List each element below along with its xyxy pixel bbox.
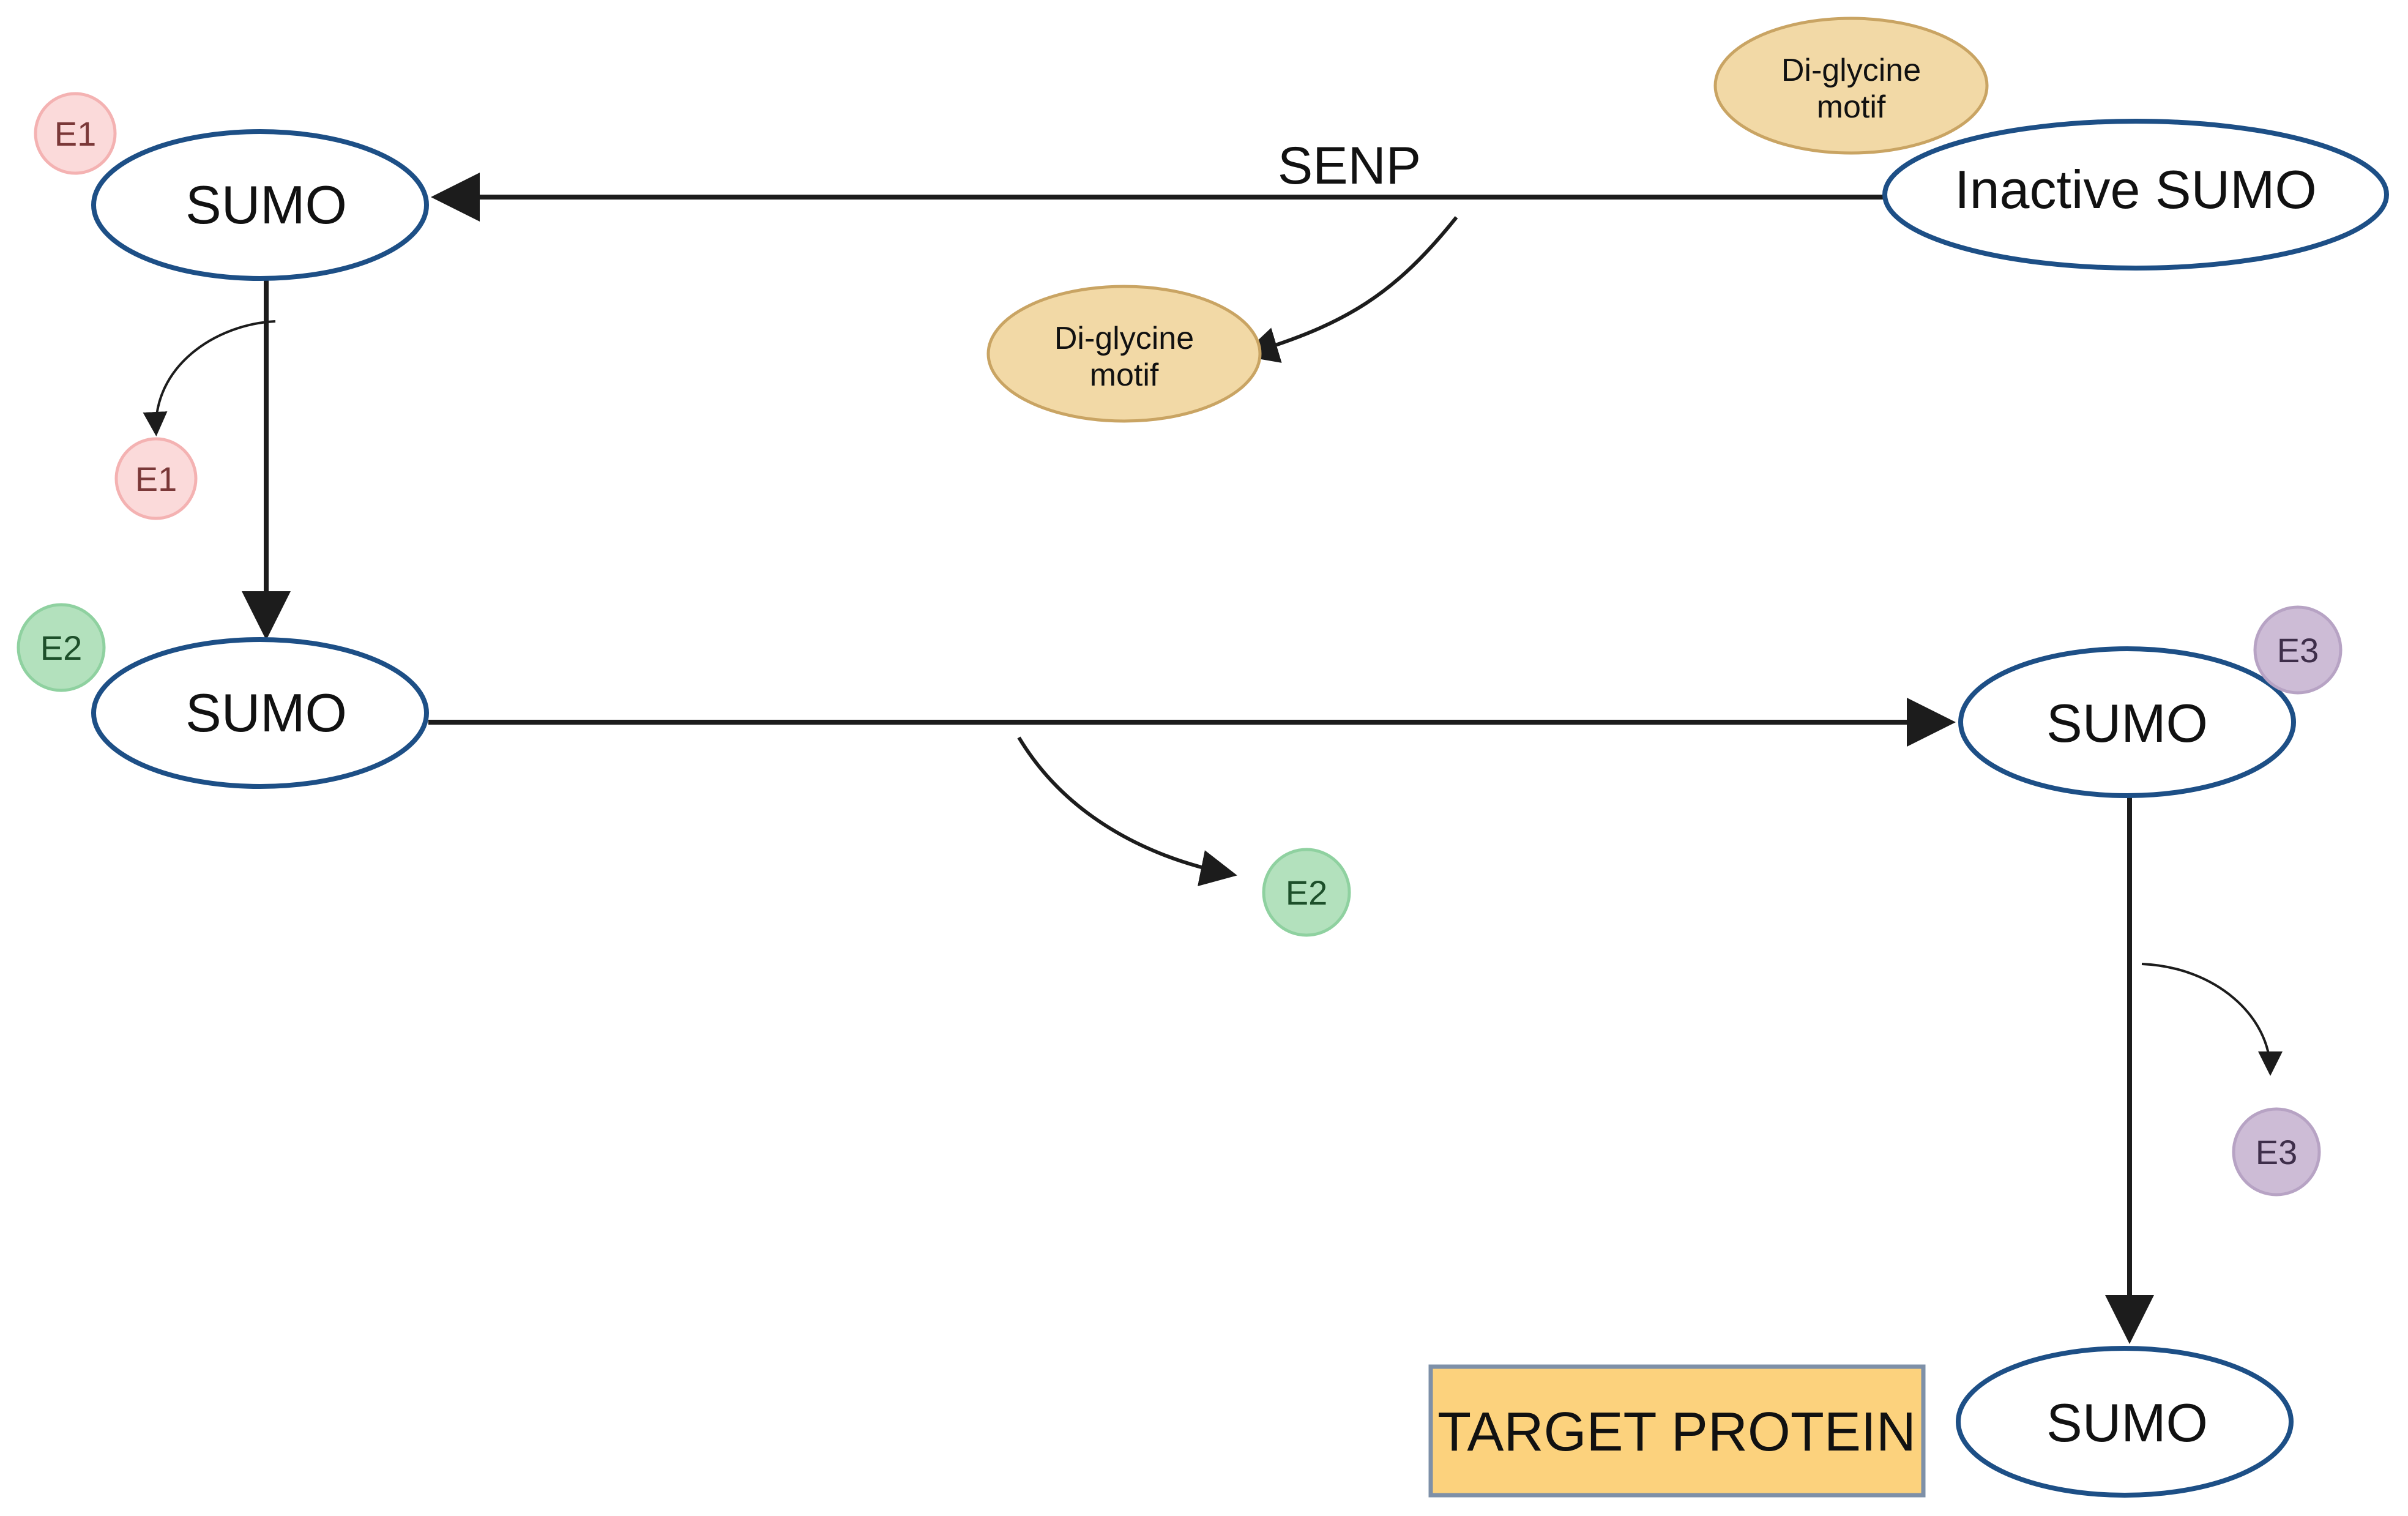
sumo-e3-node: SUMO: [1958, 646, 2296, 798]
enzyme-e1-bound: E1: [34, 92, 117, 175]
enzyme-e3-bound: E3: [2253, 605, 2343, 695]
e1-bound-circle: [34, 92, 117, 175]
sumo-target-shape: [1956, 1346, 2294, 1498]
target-protein-box: [1428, 1364, 1926, 1498]
diglycine-released-label-line1: Di-glycine: [1054, 321, 1194, 356]
sumo-e2-shape: [91, 637, 429, 789]
main-arrows: [242, 173, 2154, 1344]
e3-bound-circle: [2253, 605, 2343, 695]
e2-release-arrow: [1017, 736, 1237, 886]
diglycine-attached-label-line1: Di-glycine: [1781, 53, 1921, 88]
enzyme-e2-bound: E2: [17, 603, 106, 692]
sumo-e3-label: SUMO: [2046, 693, 2208, 753]
inactive-sumo-label: Inactive SUMO: [1955, 159, 2317, 220]
sumo-target-label: SUMO: [2046, 1392, 2208, 1453]
e2-bound-circle: [17, 603, 106, 692]
diglycine-attached-label-line2: motif: [1817, 89, 1886, 125]
diglycine-release-arrow: [1241, 216, 1458, 363]
diglycine-motif-attached: Di-glycine motif: [1713, 17, 1989, 155]
enzyme-e2-released: E2: [1262, 848, 1351, 937]
inactive-sumo-node: Inactive SUMO: [1882, 119, 2389, 271]
enzyme-e1-released: E1: [114, 437, 198, 520]
target-protein-node: TARGET PROTEIN: [1428, 1364, 1926, 1498]
e3-released-circle: [2232, 1107, 2321, 1197]
e1-released-label: E1: [135, 460, 177, 498]
sumo-e1-label: SUMO: [185, 174, 347, 235]
diglycine-attached-shape: [1713, 17, 1989, 155]
inactive-sumo-shape: [1882, 119, 2389, 271]
e2-released-label: E2: [1286, 873, 1328, 912]
e1-released-circle: [114, 437, 198, 520]
diglycine-released-label-line2: motif: [1090, 357, 1159, 393]
sumo-e3-shape: [1958, 646, 2296, 798]
sumo-e1-shape: [91, 129, 429, 281]
e2-bound-label: E2: [40, 629, 83, 667]
sumo-e2-label: SUMO: [185, 682, 347, 743]
target-protein-label: TARGET PROTEIN: [1437, 1402, 1916, 1463]
e1-bound-label: E1: [54, 114, 97, 153]
diglycine-motif-released: Di-glycine motif: [986, 285, 1262, 423]
e1-release-arrow: [143, 320, 276, 436]
e3-release-arrow: [2141, 963, 2283, 1076]
sumo-e1-node: SUMO: [91, 129, 429, 281]
e3-released-label: E3: [2256, 1133, 2298, 1171]
enzyme-e3-released: E3: [2232, 1107, 2321, 1197]
sumo-e2-node: SUMO: [91, 637, 429, 789]
e2-released-circle: [1262, 848, 1351, 937]
senp-label: SENP: [1278, 136, 1421, 195]
e3-bound-label: E3: [2277, 631, 2319, 670]
release-arrows: [143, 216, 2283, 1076]
diglycine-released-shape: [986, 285, 1262, 423]
sumo-target-node: SUMO: [1956, 1346, 2294, 1498]
